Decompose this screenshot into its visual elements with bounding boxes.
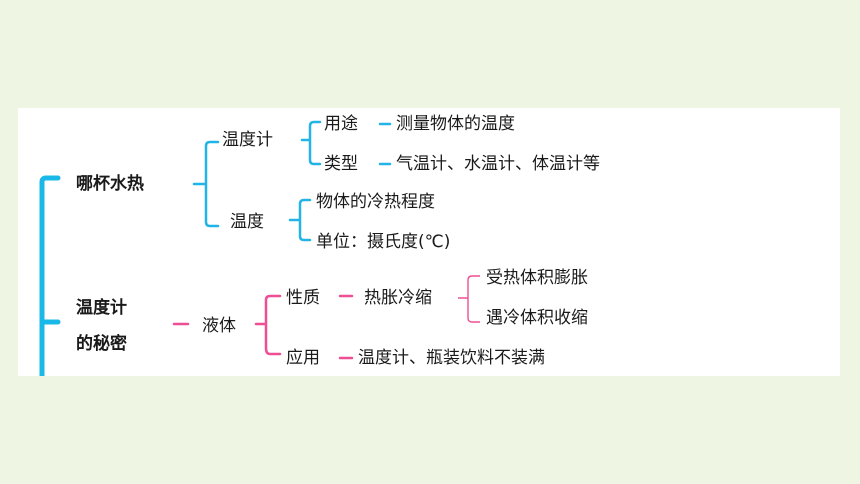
node-wenduji: 温度计 xyxy=(222,130,273,150)
value-shoure-pengzhang: 受热体积膨胀 xyxy=(486,268,588,288)
root-bracket xyxy=(39,175,61,376)
bracket-yeti xyxy=(254,294,282,356)
node-wenduji-de-mimi-line2: 的秘密 xyxy=(76,334,127,354)
node-xingzhi: 性质 xyxy=(286,288,320,308)
bracket-nabeishuire xyxy=(192,140,220,228)
node-yingyong: 应用 xyxy=(286,348,320,368)
value-danwei: 单位：摄氏度(℃) xyxy=(316,232,451,252)
value-lengre-chengdu: 物体的冷热程度 xyxy=(316,192,435,212)
node-nabeishuire: 哪杯水热 xyxy=(76,174,144,194)
node-yongtu: 用途 xyxy=(324,114,358,134)
bracket-rezhang xyxy=(458,275,480,323)
connector-lines xyxy=(39,120,480,376)
bracket-wenduji xyxy=(300,120,322,166)
node-wenduji-de-mimi-line1: 温度计 xyxy=(76,298,127,318)
value-leixing: 气温计、水温计、体温计等 xyxy=(396,154,600,174)
node-yeti: 液体 xyxy=(202,316,236,336)
bracket-wendu xyxy=(288,198,312,242)
value-yuleng-shousuo: 遇冷体积收缩 xyxy=(486,308,588,328)
node-wendu: 温度 xyxy=(230,212,264,232)
value-yongtu: 测量物体的温度 xyxy=(396,114,515,134)
concept-map-panel: 哪杯水热 温度计 的秘密 温度计 温度 液体 用途 测量物体的温度 类型 气温计… xyxy=(18,108,840,376)
node-leixing: 类型 xyxy=(324,154,358,174)
value-yingyong: 温度计、瓶装饮料不装满 xyxy=(358,348,545,368)
value-rezhang-lengsuo: 热胀冷缩 xyxy=(364,288,432,308)
